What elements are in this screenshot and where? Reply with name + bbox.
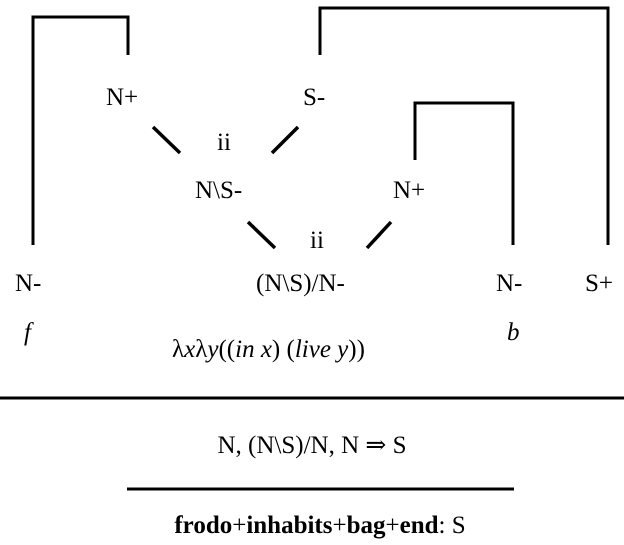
axiom-link-n-inner: [413, 101, 515, 245]
rule-label-lower: ii: [310, 227, 324, 254]
node-n-minus-right: N-: [496, 270, 522, 297]
paren-mid: ) (: [272, 336, 295, 363]
node-n-minus-left: N-: [15, 270, 41, 297]
lambda-2: λ: [195, 336, 207, 363]
tick-lower-left: [246, 220, 277, 250]
term-in-x: in x: [235, 336, 272, 363]
term-b: b: [507, 319, 520, 346]
lambda-term: λxλy((in x) (live y)): [172, 336, 365, 363]
plus-2: +: [333, 512, 347, 539]
plus-1: +: [232, 512, 246, 539]
conclusion: frodo+inhabits+bag+end: S: [174, 512, 465, 539]
sequent: N, (N\S)/N, N ⇒ S: [217, 432, 406, 459]
paren-open: ((: [218, 336, 235, 363]
tick-upper-right: [270, 125, 300, 155]
rule-label-upper: ii: [217, 129, 231, 156]
node-n-plus-mid: N+: [393, 177, 425, 204]
node-s-minus-top: S-: [303, 84, 325, 111]
axiom-link-s: [318, 6, 610, 245]
axiom-link-n-outer: [31, 15, 130, 245]
paren-close: )): [348, 336, 365, 363]
word-bag: bag: [347, 512, 386, 539]
tick-lower-right: [365, 220, 393, 250]
plus-3: +: [386, 512, 400, 539]
word-end: end: [400, 512, 439, 539]
lambda-1: λ: [172, 336, 184, 363]
conclusion-type: : S: [439, 512, 466, 539]
word-frodo: frodo: [174, 512, 232, 539]
node-n-plus-top: N+: [106, 84, 138, 111]
node-s-plus-right: S+: [585, 270, 613, 297]
term-f: f: [24, 319, 34, 346]
lambda-var-x: x: [183, 336, 195, 363]
word-inhabits: inhabits: [246, 512, 332, 539]
tick-upper-left: [151, 125, 182, 155]
node-ns-n-minus: (N\S)/N-: [256, 270, 345, 297]
node-n-bs-s-minus: N\S-: [195, 177, 242, 204]
lambda-var-y: y: [204, 336, 219, 363]
term-live-y: live y: [295, 336, 349, 363]
